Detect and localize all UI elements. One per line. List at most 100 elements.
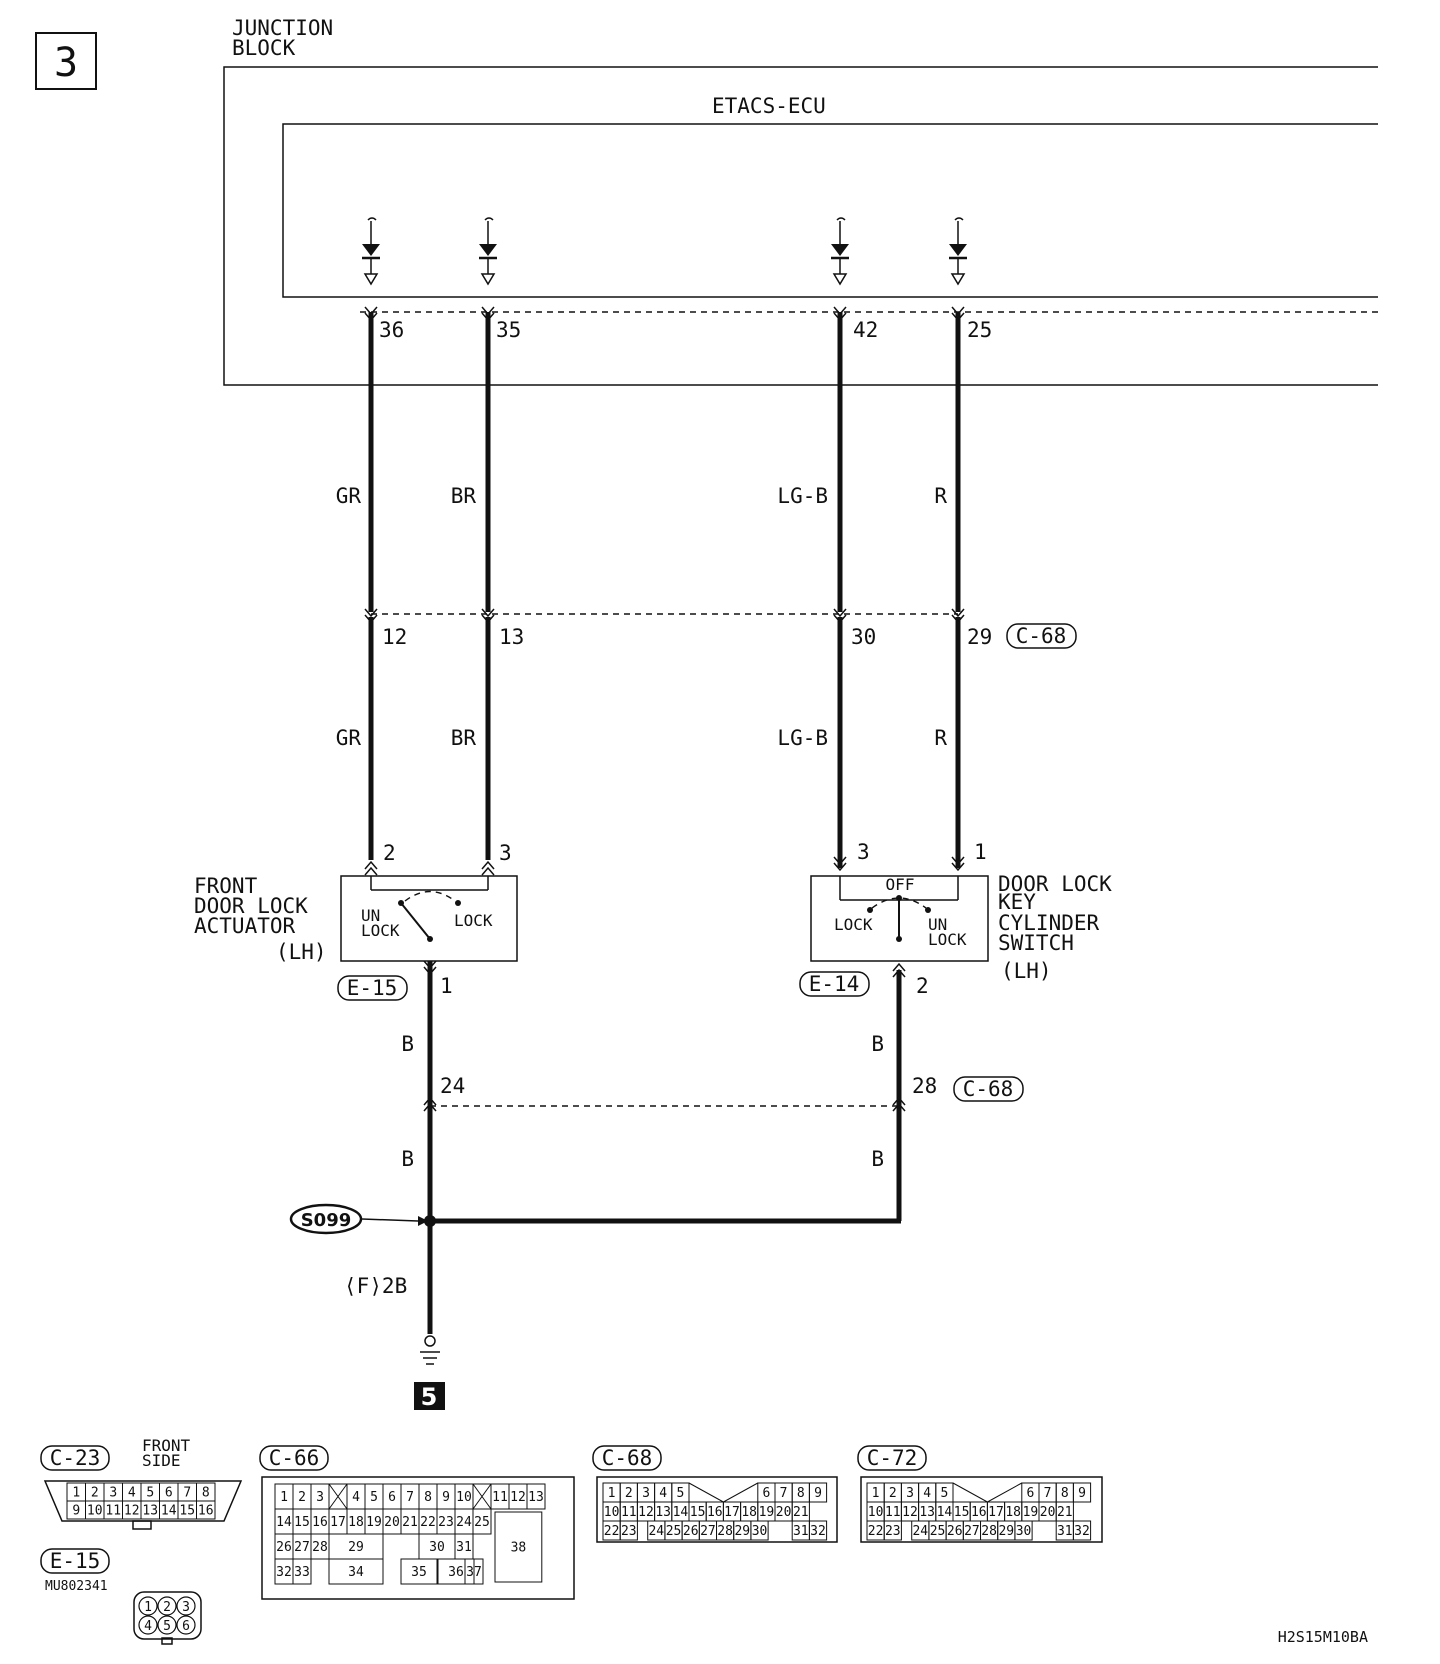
actuator-ground-pin: 1 [440,974,453,998]
splice-label: S099 [301,1210,352,1231]
c66-title-tag [259,1445,329,1471]
pin-cell [176,1596,196,1616]
pin-number: 5 [163,1619,171,1634]
pin-number: 22 [420,1515,436,1530]
pin-number: 13 [655,1505,671,1520]
pin-number: 5 [370,1490,378,1505]
pin-number: 20 [776,1505,792,1520]
ecu-pin-35: 35 [496,318,521,342]
pin-number: 4 [144,1619,152,1634]
pin-cell [750,1520,769,1541]
switch-unlock-label: UN [928,915,947,934]
switch-name-2: KEY [998,890,1036,914]
c23-housing [43,1480,243,1522]
e15-connector-label: E-15 [347,976,398,1000]
pin-number: 5 [676,1486,684,1501]
splice-tag [289,1203,363,1235]
ground-wire-label: ⟨F⟩2B [344,1274,407,1298]
pin-number: 21 [1057,1505,1073,1520]
c23-title: C-23 [50,1446,101,1470]
pin-number: 5 [940,1486,948,1501]
pin-number: 1 [72,1486,80,1501]
pin-number: 24 [912,1524,928,1539]
pin-number: 31 [1057,1524,1073,1539]
pin-cell [1072,1520,1092,1541]
pin-number: 23 [621,1524,637,1539]
pin-cell [472,1508,492,1535]
pin-number: 32 [276,1565,292,1580]
pin-number: 20 [1040,1505,1056,1520]
pin-cell [1014,1520,1033,1541]
c23-note-2: SIDE [142,1451,181,1470]
switch-name-4: SWITCH [998,931,1074,955]
pin-number: 25 [474,1515,490,1530]
diode-icon [360,216,382,286]
c68-connector-tag-lower [953,1076,1024,1102]
pin-cell [883,1520,902,1541]
pin-number: 30 [1016,1524,1032,1539]
pin-number: 17 [724,1505,740,1520]
pin-cell [400,1558,438,1585]
pin-cell [138,1615,158,1635]
pin-number: 7 [780,1486,788,1501]
pin-number: 15 [294,1515,310,1530]
pin-number: 13 [528,1490,544,1505]
switch-arc [871,897,927,909]
pin-number: 10 [456,1490,472,1505]
pin-number: 35 [411,1565,427,1580]
pin-number: 17 [988,1505,1004,1520]
pin-number: 26 [947,1524,963,1539]
pin-number: 15 [179,1504,195,1519]
splice-arrow [361,1218,419,1222]
switch-unlock-label-2: LOCK [928,930,967,949]
pin-number: 32 [810,1524,826,1539]
c68-pin-29: 29 [967,625,992,649]
pin-number: 5 [146,1486,154,1501]
pin-number: 26 [276,1540,292,1555]
pin-number: 12 [510,1490,526,1505]
page-number-box [35,32,97,90]
pin-number: 11 [621,1505,637,1520]
pin-number: 13 [919,1505,935,1520]
pin-number: 1 [872,1486,880,1501]
pin-number: 7 [183,1486,191,1501]
keyway-mark [952,1482,1023,1503]
e14-connector-label: E-14 [809,972,860,996]
pin-number: 21 [402,1515,418,1530]
actuator-name-3: ACTUATOR [194,914,296,938]
pin-number: 4 [659,1486,667,1501]
pin-number: 2 [298,1490,306,1505]
wire-color-lgb-lower: LG-B [777,726,828,750]
pin-number: 28 [717,1524,733,1539]
pin-number: 2 [163,1600,171,1615]
c72-housing [860,1476,1103,1543]
pin-cell [437,1558,475,1585]
pin-number: 31 [793,1524,809,1539]
pin-number: 30 [429,1540,445,1555]
pin-number: 19 [366,1515,382,1530]
pin-number: 6 [762,1486,770,1501]
pin-number: 36 [448,1565,464,1580]
pin-number: 17 [330,1515,346,1530]
ecu-outline [282,123,1378,298]
e15-title: E-15 [50,1549,101,1573]
pin-number: 28 [981,1524,997,1539]
connector-chevron-icon [364,861,378,876]
page-number: 3 [54,40,78,86]
pin-cell [328,1558,384,1585]
e14-connector-tag [799,971,870,997]
switch-ground-pin: 2 [916,974,929,998]
pin-number: 14 [161,1504,177,1519]
pin-number: 11 [105,1504,121,1519]
pin-cell [464,1558,484,1585]
pin-number: 9 [442,1490,450,1505]
c66-housing [261,1476,575,1600]
pin-number: 15 [690,1505,706,1520]
switch-name-5: (LH) [1001,959,1052,983]
pin-number: 20 [384,1515,400,1530]
c68-connector-tag [1006,623,1077,649]
c66-title: C-66 [269,1446,320,1470]
diode-icon [477,216,499,286]
